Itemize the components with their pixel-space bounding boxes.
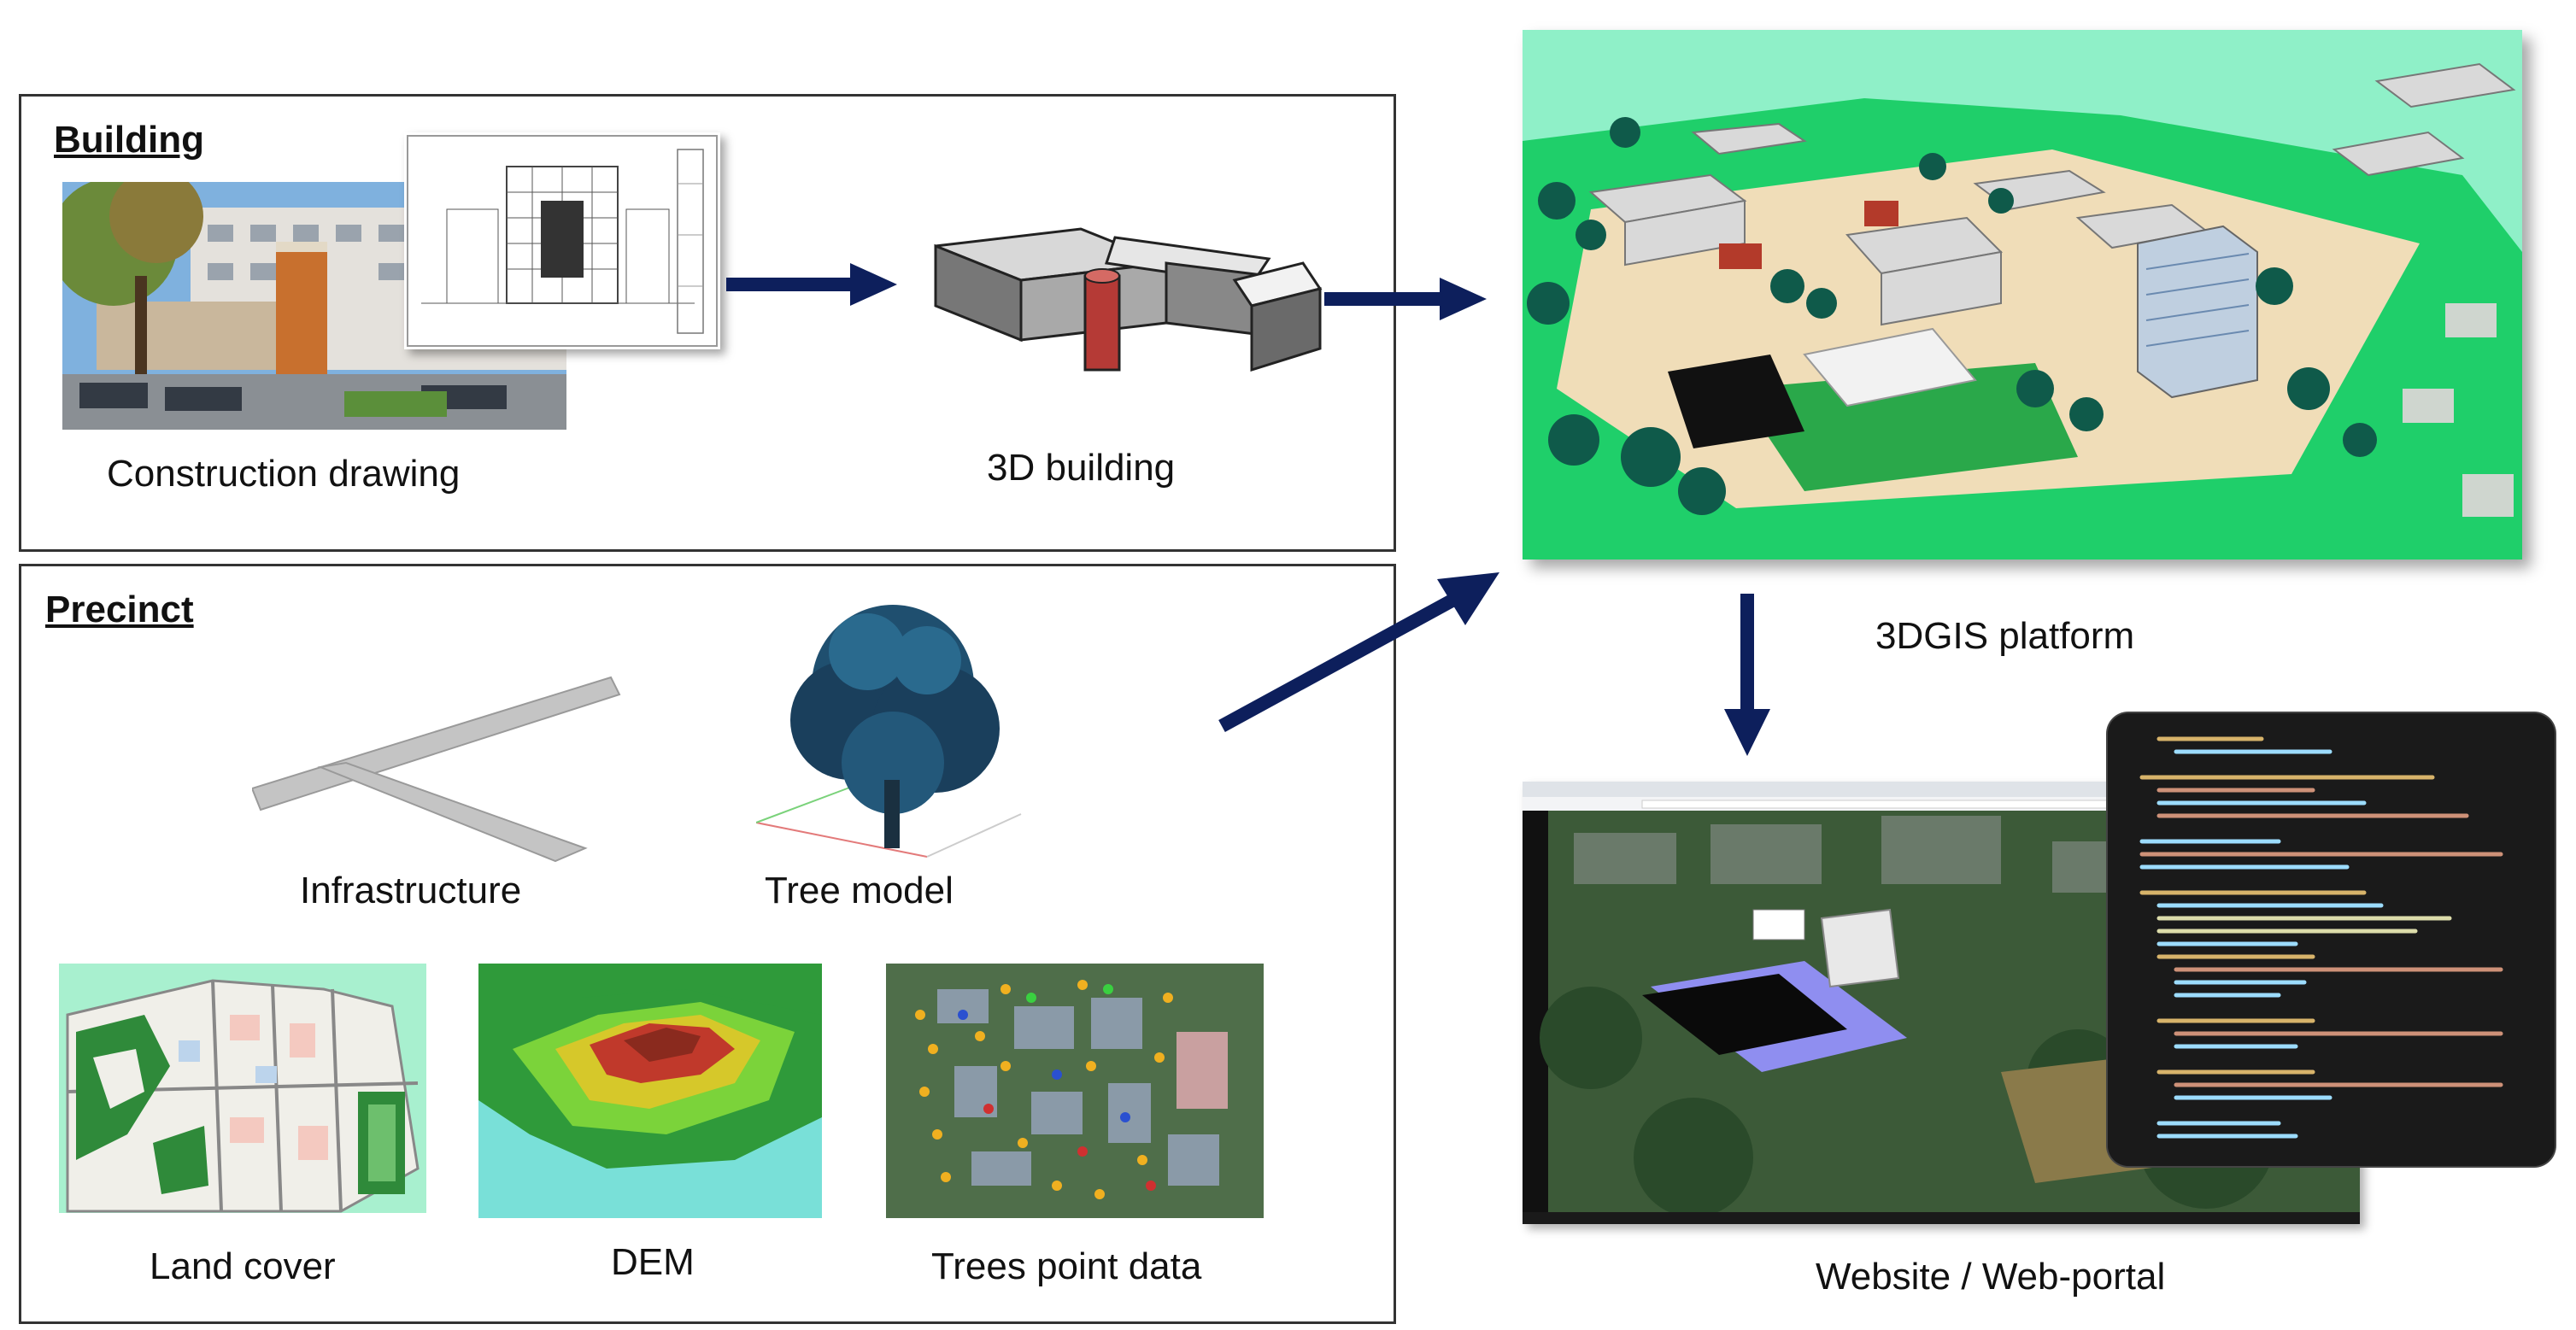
dem-caption: DEM: [611, 1241, 695, 1283]
blueprint-drawing: [404, 132, 720, 349]
arrow-precinct-to-platform: [1218, 572, 1499, 733]
land-cover-map: [59, 964, 426, 1213]
3d-building-caption: 3D building: [987, 447, 1176, 489]
infrastructure-road-model: [252, 676, 621, 863]
3dgis-platform-caption: 3DGIS platform: [1875, 615, 2135, 657]
arrow-platform-to-website: [1724, 594, 1770, 756]
trees-point-data-caption: Trees point data: [931, 1245, 1202, 1287]
land-cover-caption: Land cover: [150, 1245, 336, 1287]
construction-drawing-caption: Construction drawing: [107, 453, 461, 495]
building-panel: Building: [19, 94, 1396, 552]
tree-model-image: [756, 605, 1022, 858]
arrow-to-3d-building: [726, 263, 897, 306]
building-3d-model: [910, 212, 1337, 383]
building-heading: Building: [54, 119, 204, 161]
infrastructure-caption: Infrastructure: [300, 870, 522, 911]
precinct-heading: Precinct: [45, 589, 194, 630]
dem-image: [478, 964, 822, 1218]
trees-point-data-map: [886, 964, 1264, 1218]
code-editor-screenshot: [2108, 713, 2555, 1166]
precinct-panel: Precinct Infrastructure Tree model: [19, 564, 1396, 1324]
arrow-building-to-platform: [1324, 278, 1487, 320]
website-caption: Website / Web-portal: [1816, 1256, 2166, 1298]
tree-model-caption: Tree model: [765, 870, 954, 911]
3dgis-platform-scene: [1523, 30, 2522, 560]
